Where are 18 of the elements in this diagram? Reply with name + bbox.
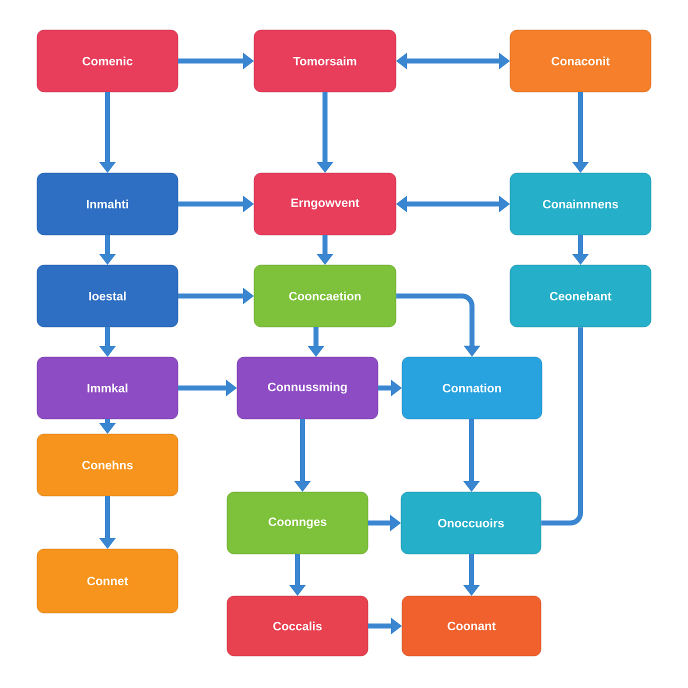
process-box: Onoccuoirs [400, 492, 542, 554]
process-box: Conaconit [510, 30, 652, 92]
process-box: Comenic [36, 30, 178, 92]
process-box: Coccalis [226, 596, 368, 656]
process-box: Conainnnens [510, 172, 652, 236]
process-box: Connation [402, 356, 542, 420]
process-box: Tomorsaim [254, 30, 396, 92]
process-box: Ceonebant [510, 264, 652, 328]
process-box: Immkal [36, 356, 178, 420]
process-box: Erngowvent [254, 172, 396, 236]
process-box: Connet [36, 548, 178, 614]
process-box: Ioestal [36, 264, 178, 328]
process-box: Coonnges [226, 492, 368, 554]
process-box: Coonant [402, 596, 542, 656]
process-box: Inmahti [36, 172, 178, 236]
process-box: Cooncaetion [254, 264, 396, 328]
process-box: Conehns [36, 434, 178, 496]
process-box: Connussming [236, 356, 378, 420]
